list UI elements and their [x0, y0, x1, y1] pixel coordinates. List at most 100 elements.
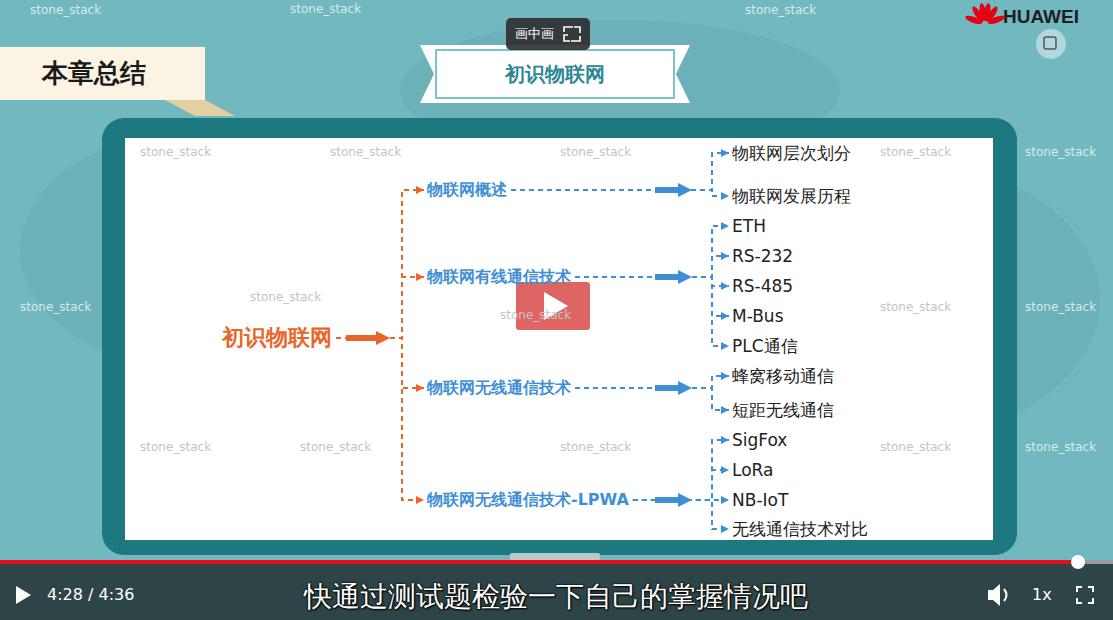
branch-topic: 物联网无线通信技术-LPWA: [427, 490, 629, 511]
node-text: 短距无线通信: [732, 399, 834, 422]
node-text: 物联网概述: [427, 180, 507, 201]
ribbon-body: [420, 45, 690, 103]
thick-arrow: [655, 381, 692, 395]
pip-icon-shape: [564, 27, 580, 41]
bracket-connector: [511, 190, 729, 196]
watermark: stone_stack: [1025, 300, 1096, 314]
watermark: stone_stack: [140, 440, 211, 454]
progress-played: [0, 560, 1078, 564]
leaf-topic: 蜂窝移动通信: [732, 365, 834, 388]
watermark: stone_stack: [300, 440, 371, 454]
branch-topic: 物联网有线通信技术: [427, 267, 571, 288]
bracket-connector: [336, 190, 424, 338]
bracket-connector: [336, 338, 424, 388]
fullscreen-icon: [1077, 587, 1093, 603]
leaf-topic: 物联网层次划分: [732, 142, 851, 165]
thick-arrow: [655, 183, 692, 197]
add-icon: [1044, 37, 1056, 49]
title-ribbon: 初识物联网: [420, 45, 690, 103]
monitor-stand: [510, 553, 600, 561]
watermark: stone_stack: [880, 145, 951, 159]
node-text: M-Bus: [732, 306, 784, 326]
node-text: RS-232: [732, 246, 793, 266]
node-text: 物联网发展历程: [732, 185, 851, 208]
node-text: NB-IoT: [732, 490, 788, 510]
branch-topic: 物联网无线通信技术: [427, 378, 571, 399]
play-overlay: [516, 282, 590, 330]
watermark: stone_stack: [880, 440, 951, 454]
bracket-connector: [575, 388, 729, 410]
bracket-connector: [575, 376, 729, 388]
thick-arrow: [655, 493, 692, 507]
huawei-logo: [964, 3, 1006, 26]
bracket-connector: [575, 277, 729, 316]
leaf-topic: SigFox: [732, 430, 787, 450]
leaf-topic: RS-485: [732, 276, 793, 296]
time-display: 4:28 / 4:36: [47, 585, 134, 604]
leaf-topic: 无线通信技术对比: [732, 518, 868, 541]
node-text: RS-485: [732, 276, 793, 296]
node-text: 物联网无线通信技术-LPWA: [427, 490, 629, 511]
bracket-connector: [575, 277, 729, 346]
node-text: 物联网有线通信技术: [427, 267, 571, 288]
watermark: stone_stack: [330, 145, 401, 159]
root-topic: 初识物联网: [222, 323, 332, 353]
node-text: PLC通信: [732, 335, 798, 358]
branch-topic: 物联网概述: [427, 180, 507, 201]
monitor-frame: [102, 118, 1017, 555]
node-text: 物联网无线通信技术: [427, 378, 571, 399]
node-text: 初识物联网: [222, 323, 332, 353]
pip-button: 画中画: [506, 18, 590, 50]
watermark: stone_stack: [140, 145, 211, 159]
volume-icon: [988, 584, 1000, 606]
volume-icon: [1004, 589, 1007, 601]
watermark: stone_stack: [880, 300, 951, 314]
node-text: LoRa: [732, 460, 773, 480]
monitor-screen: [125, 138, 993, 540]
brand-name: HUAWEI: [1003, 6, 1079, 28]
watermark: stone_stack: [560, 440, 631, 454]
node-text: 蜂窝移动通信: [732, 365, 834, 388]
leaf-topic: 物联网发展历程: [732, 185, 851, 208]
node-text: 本章总结: [42, 56, 146, 91]
watermark: stone_stack: [290, 2, 361, 16]
pip-icon: [563, 26, 581, 42]
watermark: stone_stack: [1025, 145, 1096, 159]
node-text: 物联网层次划分: [732, 142, 851, 165]
bracket-connector: [336, 277, 424, 338]
thick-arrow: [655, 270, 692, 284]
banner-fold: [165, 100, 235, 116]
bracket-connector: [336, 338, 424, 500]
leaf-topic: LoRa: [732, 460, 773, 480]
subtitle: 快通过测试题检验一下自己的掌握情况吧: [304, 578, 808, 616]
node-text: 初识物联网: [505, 61, 605, 88]
bracket-connector: [633, 440, 729, 500]
progress-handle: [1071, 555, 1085, 569]
play-button: [16, 586, 31, 604]
leaf-topic: M-Bus: [732, 306, 784, 326]
node-text: SigFox: [732, 430, 787, 450]
watermark: stone_stack: [30, 3, 101, 17]
leaf-topic: ETH: [732, 216, 766, 236]
watermark: stone_stack: [1025, 440, 1096, 454]
leaf-topic: PLC通信: [732, 335, 798, 358]
watermark: stone_stack: [745, 3, 816, 17]
leaf-topic: RS-232: [732, 246, 793, 266]
control-bar: [0, 564, 1113, 620]
section-banner: 本章总结: [0, 47, 205, 100]
speed-button: 1x: [1032, 585, 1052, 604]
node-text: 无线通信技术对比: [732, 518, 868, 541]
ribbon-border: [436, 50, 674, 98]
bracket-connector: [575, 256, 729, 277]
add-icon: [1036, 29, 1066, 59]
watermark: stone_stack: [20, 300, 91, 314]
logo-petal: [987, 14, 1006, 26]
bracket-connector: [575, 277, 729, 286]
node-text: 画中画: [515, 25, 554, 43]
leaf-topic: NB-IoT: [732, 490, 788, 510]
watermark: stone_stack: [560, 145, 631, 159]
leaf-topic: 短距无线通信: [732, 399, 834, 422]
watermark: stone_stack: [250, 290, 321, 304]
